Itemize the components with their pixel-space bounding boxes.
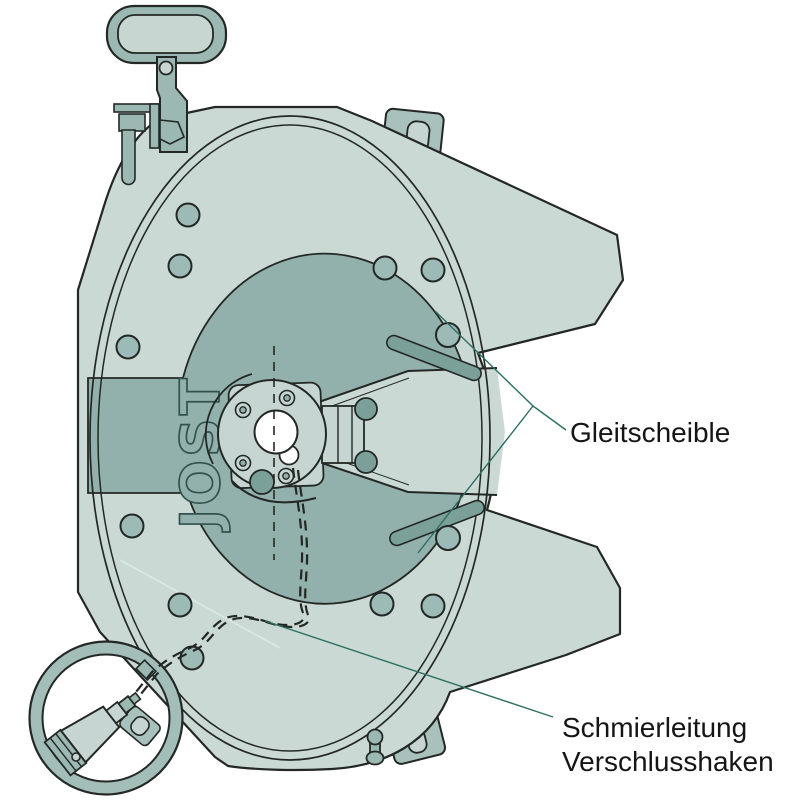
kingpin-hole: [253, 409, 299, 455]
kingpin-lock-assembly: [204, 346, 378, 560]
mounting-hole: [420, 593, 446, 619]
corner-tab: [119, 705, 161, 747]
mounting-hole: [119, 513, 145, 539]
mounting-hole: [115, 334, 141, 360]
leader-lines: [264, 310, 567, 718]
jaw-seat-lower: [354, 450, 378, 474]
lock-lever-arc: [231, 480, 317, 504]
latch-rod: [149, 103, 160, 149]
flange-outer-arc: [204, 373, 253, 465]
corner-tab-slot: [130, 716, 150, 736]
mounting-hole: [179, 645, 205, 671]
rim-outer-line: [89, 115, 491, 761]
handle-grip-inner: [117, 14, 214, 54]
leader-grease-line: [264, 620, 554, 718]
mounting-hole: [435, 525, 461, 551]
mounting-hole: [369, 591, 395, 617]
latch-hook: [159, 119, 186, 145]
surface-highlight: [119, 559, 281, 649]
mounting-hole: [372, 255, 398, 281]
jaw-seat-upper: [354, 397, 378, 421]
mounting-hole: [435, 322, 461, 348]
lock-lever-pivot: [249, 469, 275, 495]
securing-pin: [365, 728, 385, 766]
slide-plate-slot-upper: [386, 334, 482, 382]
detail-dot: [71, 752, 81, 762]
mounting-hole: [167, 592, 193, 618]
release-handle: [105, 4, 228, 186]
magnifier-ring: [30, 642, 182, 794]
label-grease-line: Schmierleitung: [562, 712, 747, 743]
magnifier-circle: [28, 640, 184, 796]
label-lock-hook: Verschlusshaken: [562, 746, 774, 777]
mounting-hole: [167, 253, 193, 279]
handle-pivot: [158, 60, 174, 76]
flange-bolts: [234, 389, 296, 485]
plug-tip: [128, 691, 142, 706]
magnifier-ring-outer-edge: [28, 640, 184, 796]
label-slide-plate: Gleitscheible: [570, 417, 730, 448]
latch-block: [118, 113, 146, 132]
grease-plug: [43, 691, 142, 777]
plug-body: [59, 705, 121, 764]
leader-slide-plate-tail: [532, 405, 567, 431]
magnifier-ring-inner-edge: [41, 653, 171, 783]
latch-guide: [121, 129, 136, 186]
throat-upper-inner-line: [320, 377, 410, 411]
mounting-hole: [175, 202, 201, 228]
throat-lower-edge: [315, 460, 498, 496]
mounting-holes: [115, 202, 461, 671]
rim-inner-line: [97, 124, 483, 752]
mounting-hole: [420, 257, 446, 283]
